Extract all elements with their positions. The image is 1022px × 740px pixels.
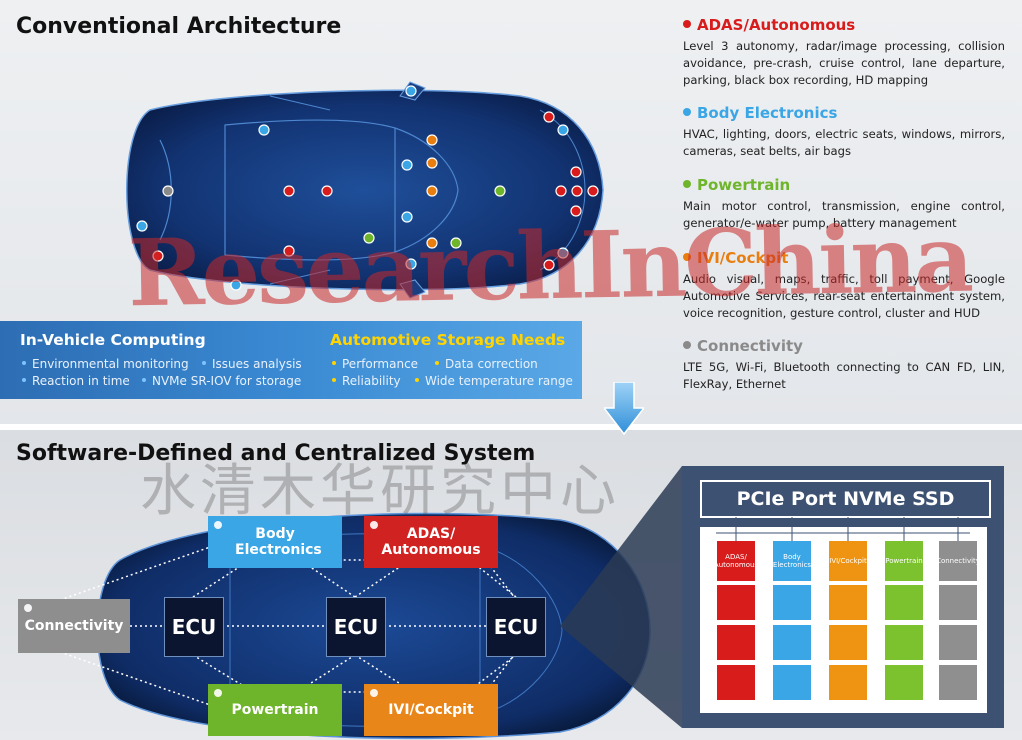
ivi-description: Audio visual, maps, traffic, toll paymen… (683, 272, 1005, 320)
ssd-column-header: Connectivity (936, 541, 980, 581)
ssd-partition-cell (885, 665, 923, 700)
body-electronics-box: Body Electronics (208, 516, 342, 568)
watermark-logo-cn: 水清木华研究中心 (140, 459, 620, 524)
ssd-partition-cell (939, 625, 977, 660)
connectivity-label: Connectivity (697, 337, 803, 355)
in-vehicle-item: Reaction in time (22, 374, 130, 388)
ssd-partition-cell (829, 585, 867, 620)
body-description: HVAC, lighting, doors, electric seats, w… (683, 127, 1005, 158)
powertrain-box: Powertrain (208, 684, 342, 736)
ssd-partition-cell (939, 585, 977, 620)
storage-need-item: Reliability (332, 374, 401, 388)
powertrain-box-label: Powertrain (231, 702, 319, 718)
ecu-block-2: ECU (326, 597, 386, 657)
powertrain-box-dot-icon (214, 689, 222, 697)
ssd-partition-cell (885, 585, 923, 620)
ivi-dot-icon (683, 252, 691, 261)
body-label: Body Electronics (697, 104, 838, 122)
category-ivi-cockpit: IVI/Cockpit Audio visual, maps, traffic,… (683, 249, 1005, 322)
top-car-ecu-dots (136, 85, 599, 291)
body-dot-icon (683, 107, 691, 116)
powertrain-description: Main motor control, transmission, engine… (683, 199, 1005, 230)
category-body-electronics: Body Electronics HVAC, lighting, doors, … (683, 104, 1005, 160)
storage-need-item: Data correction (435, 357, 538, 371)
ssd-partition-cell (773, 585, 811, 620)
storage-need-item: Wide temperature range (415, 374, 573, 388)
ivi-box: IVI/Cockpit (364, 684, 498, 736)
connectivity-dot-icon (683, 340, 691, 349)
ssd-column-header: IVI/Cockpit (829, 541, 867, 581)
powertrain-label: Powertrain (697, 176, 791, 194)
ssd-partition-cell (829, 625, 867, 660)
adas-dot-icon (683, 19, 691, 28)
storage-needs-title: Automotive Storage Needs (330, 331, 566, 349)
centralized-system-title: Software-Defined and Centralized System (16, 441, 536, 466)
ssd-partition-cell (773, 625, 811, 660)
ssd-partition-cell (717, 625, 755, 660)
powertrain-dot-icon (683, 179, 691, 188)
ssd-partition-cell (773, 665, 811, 700)
ivi-box-dot-icon (370, 689, 378, 697)
storage-need-item: Performance (332, 357, 418, 371)
connectivity-description: LTE 5G, Wi-Fi, Bluetooth connecting to C… (683, 360, 1005, 391)
adas-description: Level 3 autonomy, radar/image processing… (683, 39, 1005, 87)
in-vehicle-item: Environmental monitoring (22, 357, 189, 371)
ssd-partition-cell (829, 665, 867, 700)
ssd-callout-wedge (560, 466, 682, 728)
ecu-block-1: ECU (164, 597, 224, 657)
ivi-label: IVI/Cockpit (697, 249, 789, 267)
in-vehicle-item: Issues analysis (202, 357, 302, 371)
body-electronics-dot-icon (214, 521, 222, 529)
ssd-column-header: Powertrain (885, 541, 923, 581)
section-divider (0, 424, 1022, 430)
ssd-partition-cell (717, 585, 755, 620)
ecu-block-3: ECU (486, 597, 546, 657)
connectivity-box-label: Connectivity (24, 618, 124, 634)
ssd-partition-cell (885, 625, 923, 660)
category-adas: ADAS/Autonomous Level 3 autonomy, radar/… (683, 16, 1005, 89)
down-arrow-icon (604, 382, 644, 436)
conventional-architecture-title: Conventional Architecture (16, 14, 342, 39)
category-connectivity: Connectivity LTE 5G, Wi-Fi, Bluetooth co… (683, 337, 1005, 393)
category-powertrain: Powertrain Main motor control, transmiss… (683, 176, 1005, 232)
in-vehicle-computing-title: In-Vehicle Computing (20, 331, 206, 349)
adas-label: ADAS/Autonomous (697, 16, 856, 34)
nvme-ssd-title: PCIe Port NVMe SSD (700, 480, 991, 518)
ssd-column-header: Body Electronics (773, 541, 811, 581)
ivi-box-label: IVI/Cockpit (388, 702, 474, 718)
adas-box-dot-icon (370, 521, 378, 529)
in-vehicle-item: NVMe SR-IOV for storage (142, 374, 301, 388)
ssd-partition-cell (939, 665, 977, 700)
computing-storage-panel (0, 321, 582, 399)
body-electronics-box-label: Body Electronics (235, 526, 322, 558)
adas-box-label: ADAS/ Autonomous (381, 526, 481, 558)
adas-box: ADAS/ Autonomous (364, 516, 498, 568)
connectivity-box-dot-icon (24, 604, 32, 612)
connectivity-box: Connectivity (18, 599, 130, 653)
ssd-column-header: ADAS/ Autonomous (714, 541, 758, 581)
ssd-partition-cell (717, 665, 755, 700)
